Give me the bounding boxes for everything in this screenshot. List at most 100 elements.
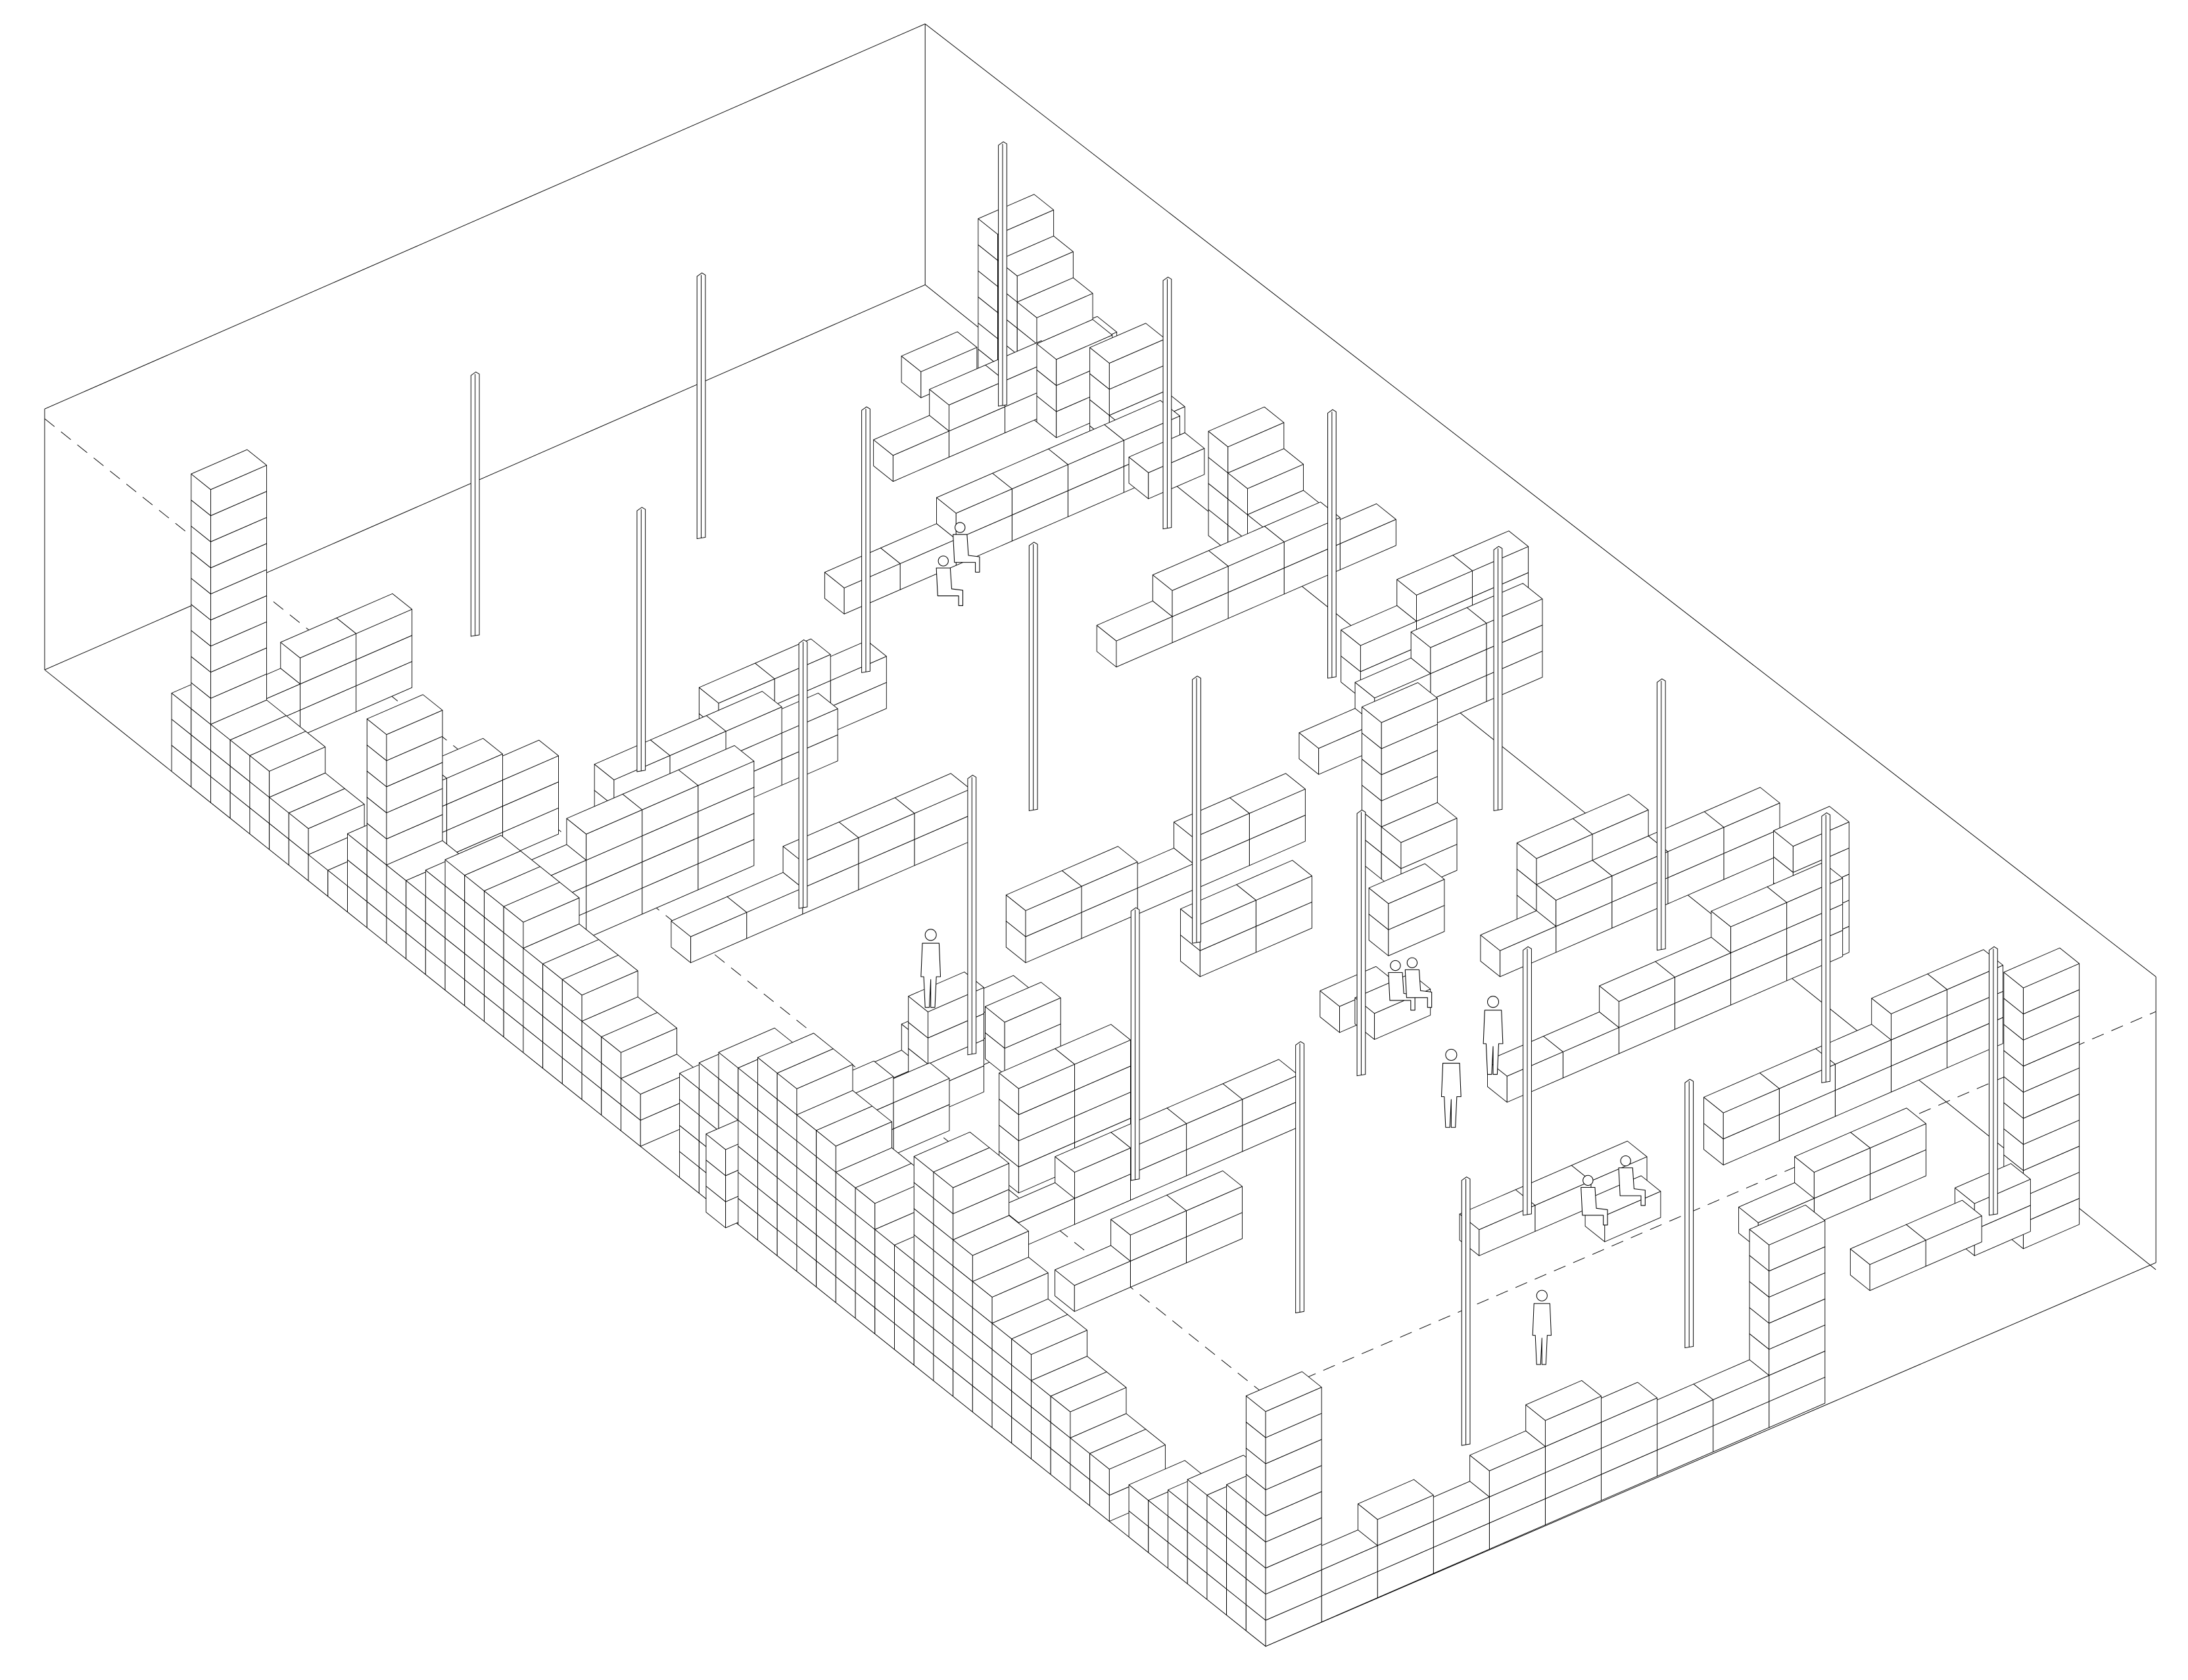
column	[1989, 946, 1998, 1216]
block-face-top	[503, 881, 580, 923]
person-body	[1581, 1186, 1608, 1226]
block	[933, 1147, 1010, 1215]
block	[1096, 600, 1173, 668]
block-face-top	[985, 981, 1061, 1023]
person-body	[1404, 969, 1433, 1008]
person-head	[955, 522, 966, 533]
block-face-top	[366, 694, 443, 735]
block-face-top	[816, 1106, 892, 1147]
person-standing-icon	[1532, 1290, 1552, 1365]
block	[1469, 1430, 1546, 1497]
block-face-top	[1459, 1189, 1536, 1230]
block	[953, 1215, 1029, 1282]
block-face-top	[1368, 863, 1445, 904]
block-face-top	[1525, 1380, 1602, 1421]
block-face-top	[1089, 1429, 1166, 1470]
block	[1871, 973, 1947, 1040]
block	[929, 364, 1005, 432]
block	[1749, 1204, 1826, 1272]
block	[1110, 1194, 1187, 1262]
block-face-top	[1738, 1182, 1815, 1223]
block-face-top	[953, 1215, 1029, 1256]
block-face-top	[978, 194, 1055, 235]
block	[1016, 277, 1093, 344]
block	[1480, 910, 1557, 977]
floor-edge-left	[44, 284, 926, 670]
column	[1162, 277, 1172, 530]
person-body	[1483, 1010, 1504, 1075]
block-face-top	[1381, 802, 1458, 843]
block-face-top	[1011, 1314, 1088, 1355]
column	[1327, 409, 1337, 679]
person-standing-icon	[1440, 1048, 1462, 1128]
block-face-top	[933, 1147, 1010, 1188]
block-face-top	[1358, 1479, 1434, 1520]
block-face-top	[1410, 607, 1487, 648]
block	[1410, 607, 1487, 674]
block-face-top	[191, 449, 268, 490]
block	[999, 1048, 1075, 1115]
block	[1208, 406, 1285, 474]
block-face-top	[1396, 555, 1473, 595]
column	[1356, 809, 1366, 1077]
column	[1130, 907, 1140, 1181]
block-face-top	[1152, 550, 1229, 591]
column	[1523, 946, 1532, 1216]
person-body	[920, 943, 941, 1008]
person-body	[1440, 1063, 1462, 1128]
block	[1396, 555, 1473, 622]
block	[936, 473, 1012, 540]
block	[873, 415, 949, 482]
block-face-top	[1110, 1194, 1187, 1236]
person-body	[1618, 1167, 1646, 1206]
base-edge-front-right	[1265, 1262, 2156, 1647]
block	[1358, 1479, 1434, 1546]
block-scene	[171, 141, 2080, 1647]
column	[998, 141, 1007, 407]
block	[1368, 863, 1445, 930]
column	[1192, 676, 1201, 944]
block-face-top	[1341, 605, 1417, 646]
block	[978, 194, 1055, 261]
person-head	[924, 929, 937, 941]
block	[972, 1257, 1049, 1324]
column	[1656, 678, 1666, 951]
column	[1295, 1041, 1304, 1314]
block	[1703, 1072, 1780, 1140]
block-face-top	[997, 235, 1074, 277]
block	[1794, 1132, 1870, 1199]
block-face-top	[1794, 1132, 1870, 1173]
column	[967, 774, 977, 1056]
person-body	[953, 534, 980, 573]
block-face-top	[288, 788, 365, 829]
block	[1711, 886, 1788, 954]
column	[1821, 812, 1831, 1083]
block	[601, 1012, 678, 1079]
person-sitting-icon	[936, 555, 964, 606]
block-face-top	[1711, 886, 1788, 927]
block-face-top	[1208, 406, 1285, 448]
person-head	[1445, 1048, 1458, 1061]
block	[1055, 1132, 1131, 1199]
block-face-top	[1354, 657, 1431, 699]
block-face-top	[1749, 1204, 1826, 1246]
block-face-top	[249, 731, 326, 772]
block-face-top	[901, 331, 978, 372]
column	[696, 272, 706, 540]
block	[1362, 682, 1438, 749]
person-sitting-icon	[1404, 957, 1433, 1008]
column	[1461, 1177, 1471, 1446]
block-face-top	[1480, 910, 1557, 951]
person-head	[1536, 1290, 1548, 1301]
block	[1516, 818, 1593, 885]
block-face-top	[1362, 682, 1438, 723]
block	[1055, 1245, 1131, 1312]
block-face-top	[999, 1048, 1075, 1089]
block-face-top	[1871, 973, 1947, 1014]
block-face-top	[601, 1012, 678, 1053]
block	[671, 896, 748, 964]
block-face-top	[1016, 277, 1093, 318]
person-sitting-icon	[953, 522, 980, 573]
person-body	[936, 567, 964, 606]
person-sitting-icon	[1618, 1155, 1646, 1206]
